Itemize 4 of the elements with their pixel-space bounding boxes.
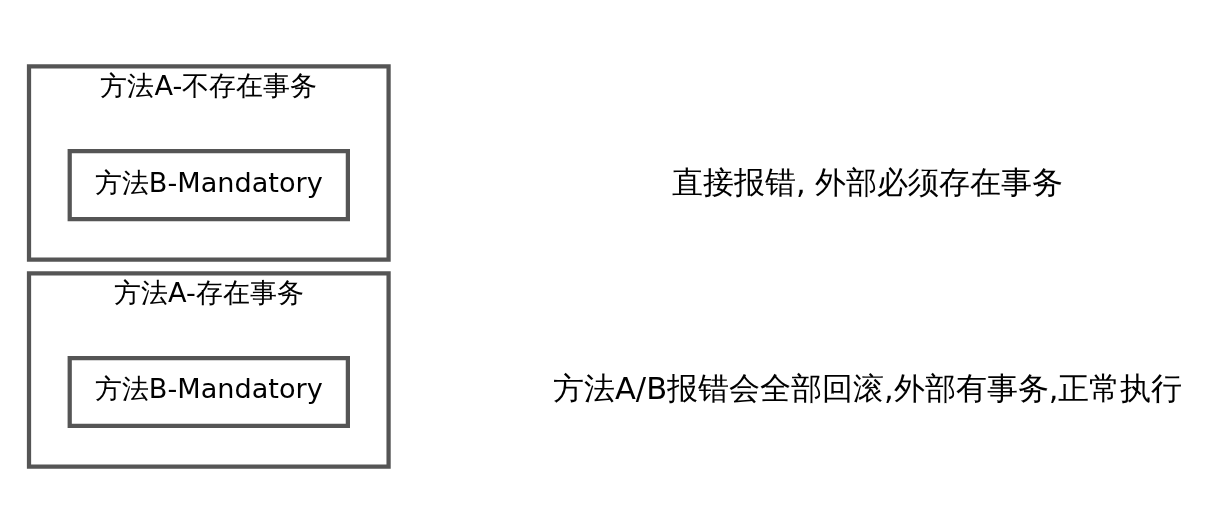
label: 直接报错, 外部必须存在事务 bbox=[672, 164, 1064, 200]
node-box: 方法B-Mandatory bbox=[67, 148, 350, 221]
label: 方法A/B报错会全部回滚,外部有事务,正常执行 bbox=[553, 370, 1183, 406]
node-box: 方法B-Mandatory bbox=[67, 355, 350, 428]
